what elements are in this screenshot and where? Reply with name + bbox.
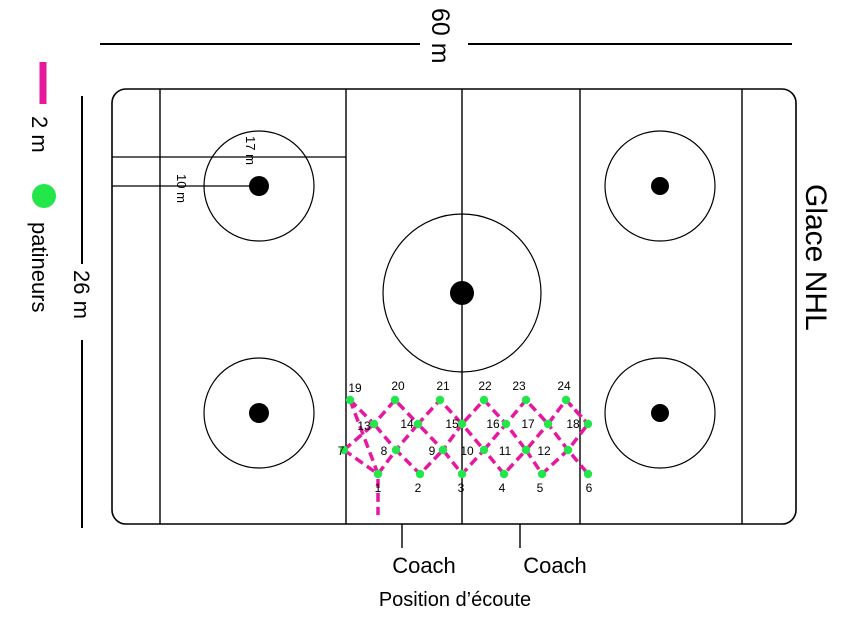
center-faceoff-dot <box>450 281 474 305</box>
height-label: 26 m <box>69 270 94 319</box>
width-label: 60 m <box>426 8 454 64</box>
skater-label-17: 17 <box>521 417 535 431</box>
legend-skater-icon <box>32 184 56 208</box>
skater-label-4: 4 <box>499 481 506 495</box>
skater-label-15: 15 <box>445 417 459 431</box>
listening-position-caption: Position d’écoute <box>379 589 531 611</box>
faceoff-circle-bottom-left <box>203 357 315 469</box>
faceoff-circle-bottom-right <box>604 357 716 469</box>
coach-right-label: Coach <box>523 553 587 578</box>
skater-label-10: 10 <box>460 444 474 458</box>
faceoff-dot-bottom-right <box>651 404 669 422</box>
skater-15 <box>457 419 467 429</box>
skater-9 <box>438 445 448 455</box>
skater-label-6: 6 <box>586 481 593 495</box>
legend-dash-label: 2 m <box>27 116 52 153</box>
skating-paths <box>342 397 590 515</box>
skater-13 <box>369 419 379 429</box>
skater-label-23: 23 <box>512 379 526 393</box>
skater-12 <box>563 445 573 455</box>
skater-label-22: 22 <box>478 379 492 393</box>
skater-8 <box>391 445 401 455</box>
skater-label-21: 21 <box>436 379 450 393</box>
skater-23 <box>521 395 531 405</box>
skater-label-5: 5 <box>537 481 544 495</box>
faceoff-dot-top-right <box>651 177 669 195</box>
faceoff-circle-top-left <box>203 130 315 242</box>
skater-16 <box>501 419 511 429</box>
skater-label-9: 9 <box>429 444 436 458</box>
skater-24 <box>561 395 571 405</box>
skater-18 <box>583 419 593 429</box>
skater-label-12: 12 <box>537 444 551 458</box>
skater-label-8: 8 <box>381 444 388 458</box>
skater-10 <box>479 445 489 455</box>
skater-label-3: 3 <box>458 481 465 495</box>
skater-4 <box>499 469 509 479</box>
skater-3 <box>457 469 467 479</box>
skater-1 <box>373 469 383 479</box>
measure-10m-label: 10 m <box>174 174 189 203</box>
skater-label-2: 2 <box>415 481 422 495</box>
coach-left-label: Coach <box>392 553 456 578</box>
skater-21 <box>435 395 445 405</box>
skater-17 <box>543 419 553 429</box>
skater-label-7: 7 <box>338 444 345 458</box>
rink-boards <box>111 88 797 525</box>
skater-label-11: 11 <box>499 444 512 458</box>
skater-6 <box>583 469 593 479</box>
skater-label-24: 24 <box>557 379 571 393</box>
skater-7 <box>339 445 349 455</box>
faceoff-dot-top-left <box>249 176 269 196</box>
skater-19 <box>345 395 355 405</box>
center-circle <box>382 213 542 373</box>
skater-11 <box>521 445 531 455</box>
skater-5 <box>537 469 547 479</box>
rink-title: Glace NHL <box>799 184 832 331</box>
skater-label-1: 1 <box>375 481 382 495</box>
skater-20 <box>390 395 400 405</box>
measure-17m-label: 17 m <box>243 136 258 165</box>
skater-label-16: 16 <box>486 417 500 431</box>
skater-22 <box>479 395 489 405</box>
skater-label-14: 14 <box>400 417 414 431</box>
skater-14 <box>413 419 423 429</box>
skater-2 <box>415 469 425 479</box>
skater-label-13: 13 <box>357 419 371 433</box>
faceoff-circle-top-right <box>604 130 716 242</box>
skater-label-20: 20 <box>391 379 405 393</box>
skater-label-19: 19 <box>348 381 362 395</box>
legend-dot-label: patineurs <box>27 222 52 313</box>
skater-label-18: 18 <box>566 417 580 431</box>
faceoff-dot-bottom-left <box>249 403 269 423</box>
